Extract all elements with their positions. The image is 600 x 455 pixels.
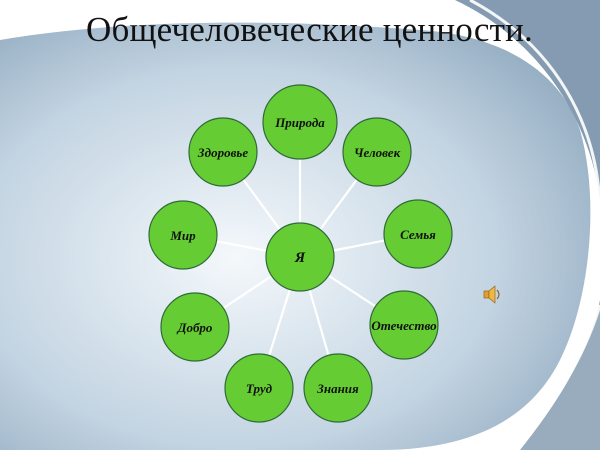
connector-7 [222, 274, 273, 310]
value-label-3: Семья [400, 227, 436, 242]
value-node-1 [262, 84, 338, 160]
value-label-4: Отечество [371, 318, 437, 333]
value-label-5: Знания [316, 381, 359, 396]
value-label-6: Труд [246, 381, 273, 396]
connector-5 [308, 289, 330, 356]
value-node-3 [383, 199, 453, 269]
center-node [265, 222, 335, 292]
value-node-7 [160, 292, 230, 362]
connector-8 [216, 240, 267, 252]
speaker-icon[interactable] [483, 285, 500, 304]
value-label-1: Природа [274, 115, 325, 130]
bottom-sweep-line [513, 304, 600, 451]
value-node-5 [303, 353, 373, 423]
corner-sweep [455, 0, 600, 200]
value-label-2: Человек [354, 145, 401, 160]
connector-3 [333, 239, 385, 252]
value-label-7: Добро [177, 320, 213, 335]
connector-4 [327, 274, 377, 308]
center-label: Я [294, 250, 306, 266]
bottom-sweep [520, 300, 600, 450]
sweep-line [469, 0, 600, 211]
connector-2 [319, 178, 358, 231]
connector-6 [268, 289, 291, 356]
value-node-2 [342, 117, 412, 187]
value-node-6 [224, 353, 294, 423]
value-node-8 [148, 200, 218, 270]
value-node-4 [369, 290, 439, 360]
value-label-8: Мир [169, 228, 196, 243]
slide-title: Общечеловеческие ценности. [86, 10, 533, 49]
connector-9 [242, 178, 281, 231]
value-label-9: Здоровье [197, 145, 248, 160]
value-node-9 [188, 117, 258, 187]
